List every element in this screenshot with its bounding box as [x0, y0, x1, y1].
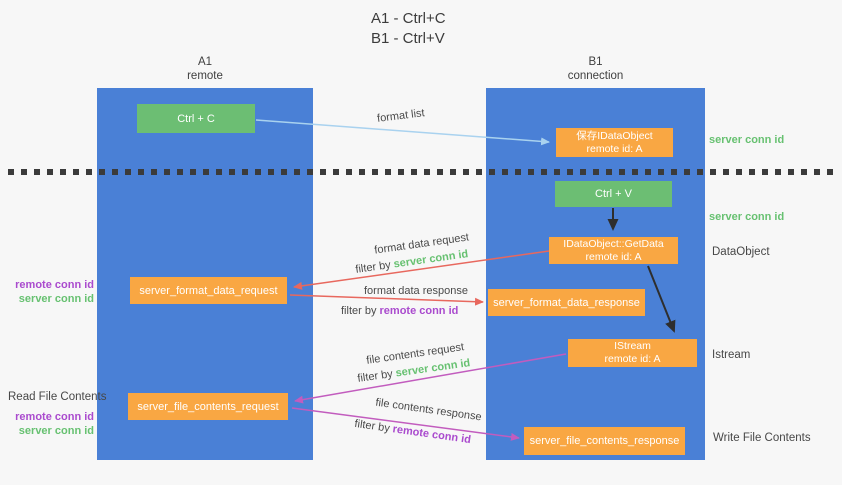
edge-label-filter-server-conn-id-1: filter by server conn id — [355, 248, 469, 276]
lane-b1-name: B1 — [588, 56, 603, 68]
edge-label-filter-remote-conn-id-1: filter by remote conn id — [341, 305, 458, 317]
server-file-contents-request-label: server_file_contents_request — [137, 400, 279, 413]
node-idataobject-getdata: IDataObject::GetData remote id: A — [549, 237, 678, 264]
left-server-conn-id: server conn id — [18, 293, 94, 305]
remote-conn-id-text: remote conn id — [391, 423, 472, 447]
title-line-2: B1 - Ctrl+V — [371, 30, 445, 47]
save-idataobject-title: 保存IDataObject — [576, 129, 653, 142]
filter-by-text: filter by — [341, 305, 380, 317]
node-istream: IStream remote id: A — [568, 339, 697, 367]
left-conn-id-group-top: remote conn id server conn id — [10, 278, 94, 306]
edge-label-file-contents-response: file contents response — [375, 397, 483, 424]
file-contents-response-text: file contents response — [374, 396, 483, 424]
istream-remote-id: remote id: A — [604, 353, 661, 365]
left-remote-conn-id: remote conn id — [15, 279, 94, 291]
server-file-contents-response-label: server_file_contents_response — [529, 435, 680, 447]
right-server-conn-id-top: server conn id — [709, 134, 784, 146]
node-save-idataobject: 保存IDataObject remote id: A — [556, 128, 673, 157]
left-conn-id-group-bottom: remote conn id server conn id — [10, 410, 94, 438]
edge-label-filter-remote-conn-id-2: filter by remote conn id — [354, 418, 472, 446]
dataobject-text: DataObject — [712, 246, 770, 258]
filter-by-text: filter by — [354, 258, 395, 276]
format-data-response-text: format data response — [364, 285, 468, 297]
node-ctrl-v: Ctrl + V — [555, 181, 672, 207]
getdata-title: IDataObject::GetData — [563, 237, 664, 250]
istream-side-label: Istream — [712, 349, 750, 361]
node-ctrl-c: Ctrl + C — [137, 104, 255, 133]
filter-by-text: filter by — [356, 367, 397, 385]
edge-label-format-data-response: format data response — [364, 285, 468, 297]
dataobject-label: DataObject — [712, 246, 770, 258]
ctrl-v-label: Ctrl + V — [595, 188, 632, 200]
format-list-text: format list — [376, 107, 426, 125]
server-format-data-request-label: server_format_data_request — [139, 284, 278, 297]
save-idataobject-remote-id: remote id: A — [586, 142, 643, 155]
istream-text: Istream — [712, 349, 751, 361]
title-line-1: A1 - Ctrl+C — [371, 10, 446, 27]
lane-header-b1: B1 connection — [486, 55, 705, 83]
left-remote-conn-id-2: remote conn id — [15, 411, 94, 423]
filter-by-text: filter by — [353, 417, 394, 436]
write-file-contents-text: Write File Contents — [713, 432, 811, 444]
remote-conn-id-text: remote conn id — [379, 305, 459, 317]
getdata-remote-id: remote id: A — [585, 250, 642, 263]
lane-header-a1: A1 remote — [97, 55, 313, 83]
write-file-contents-label: Write File Contents — [713, 432, 811, 444]
node-server-format-data-response: server_format_data_response — [488, 289, 645, 316]
istream-title: IStream — [614, 340, 651, 352]
read-file-contents-label: Read File Contents — [8, 391, 106, 403]
node-server-file-contents-request: server_file_contents_request — [128, 393, 288, 420]
lane-a1-name: A1 — [197, 56, 213, 68]
ctrl-c-label: Ctrl + C — [177, 112, 215, 125]
node-server-file-contents-response: server_file_contents_response — [524, 427, 685, 455]
lane-a1-subtitle: remote — [187, 70, 223, 82]
left-server-conn-id-2: server conn id — [18, 425, 94, 437]
server-conn-id-text: server conn id — [709, 134, 785, 146]
node-server-format-data-request: server_format_data_request — [130, 277, 287, 304]
server-conn-id-text: server conn id — [709, 211, 785, 223]
dashed-divider-line — [8, 169, 836, 175]
server-format-data-response-label: server_format_data_response — [493, 296, 640, 309]
read-file-contents-text: Read File Contents — [8, 391, 107, 403]
lane-b1-subtitle: connection — [567, 70, 624, 82]
right-server-conn-id-mid: server conn id — [709, 211, 784, 223]
edge-label-format-list: format list — [376, 107, 425, 125]
diagram-title: A1 - Ctrl+C B1 - Ctrl+V — [371, 9, 446, 49]
